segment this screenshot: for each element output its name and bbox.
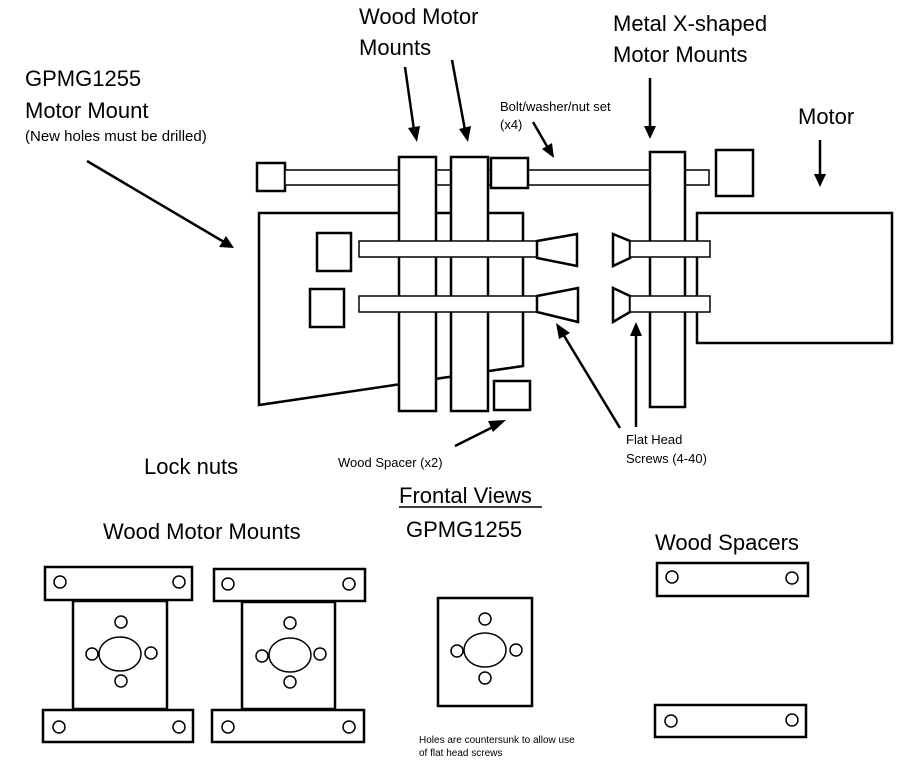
wood-motor-mount-front-1 [41, 565, 195, 744]
label-metal-mounts-1: Metal X-shaped [613, 11, 767, 36]
screw-shaft-left-lower [358, 295, 538, 313]
arrow-flat-head-right [630, 322, 642, 427]
screw-head-right-upper [611, 232, 632, 268]
screw-head-right-lower [611, 286, 632, 325]
wood-motor-mount-side-2 [449, 155, 490, 413]
label-bolt-set-1: Bolt/washer/nut set [500, 99, 611, 114]
screw-shaft-right-upper [629, 240, 711, 258]
label-bolt-set-2: (x4) [500, 117, 522, 132]
wood-spacer-front-2 [653, 703, 808, 739]
wood-spacer-upper [489, 156, 530, 190]
screw-head-left-upper [535, 232, 579, 268]
label-gpmg-front: GPMG1255 [406, 517, 522, 542]
label-wood-motor-mounts-top-1: Wood Motor [359, 4, 478, 29]
lock-nut-lower [308, 287, 346, 329]
screw-shaft-right-lower [629, 295, 711, 313]
label-wood-motor-mounts-bottom: Wood Motor Mounts [103, 519, 301, 544]
label-gpmg-mount-2: Motor Mount [25, 98, 149, 123]
screw-shaft-left-upper [358, 240, 538, 258]
arrow-gpmg-mount [86, 159, 234, 248]
arrow-wood-mount-2 [450, 59, 471, 142]
label-wood-motor-mounts-top-2: Mounts [359, 35, 431, 60]
lock-nut-upper [315, 231, 353, 273]
arrow-metal-mount [644, 78, 656, 139]
arrow-motor [814, 140, 826, 187]
label-lock-nuts: Lock nuts [144, 454, 238, 479]
label-countersunk-note-1: Holes are countersunk to allow use [419, 735, 575, 746]
metal-x-mount-side [648, 150, 687, 409]
arrow-wood-mount-1 [403, 66, 420, 142]
arrow-bolt-set [531, 121, 554, 158]
label-frontal-views: Frontal Views [399, 483, 532, 508]
wood-spacer-front-1 [655, 561, 810, 598]
bolt-nut-right [714, 148, 755, 198]
arrow-wood-spacer [454, 420, 506, 448]
label-flat-head-2: Screws (4-40) [626, 451, 707, 466]
label-flat-head-1: Flat Head [626, 432, 682, 447]
label-wood-spacers: Wood Spacers [655, 530, 799, 555]
bolt-head [255, 161, 287, 193]
motor-body [695, 211, 894, 345]
arrows [86, 59, 826, 448]
arrow-flat-head-left [556, 323, 622, 429]
wood-spacer-lower [492, 379, 532, 412]
label-gpmg-mount-1: GPMG1255 [25, 66, 141, 91]
label-countersunk-note-2: of flat head screws [419, 748, 502, 759]
label-wood-spacer: Wood Spacer (x2) [338, 455, 443, 470]
label-gpmg-note: (New holes must be drilled) [25, 128, 207, 145]
screw-head-left-lower [535, 286, 580, 324]
wood-motor-mount-front-2 [210, 567, 367, 744]
gpmg1255-front [436, 596, 534, 708]
label-motor: Motor [798, 104, 854, 129]
label-metal-mounts-2: Motor Mounts [613, 42, 748, 67]
wood-motor-mount-side-1 [397, 155, 438, 413]
